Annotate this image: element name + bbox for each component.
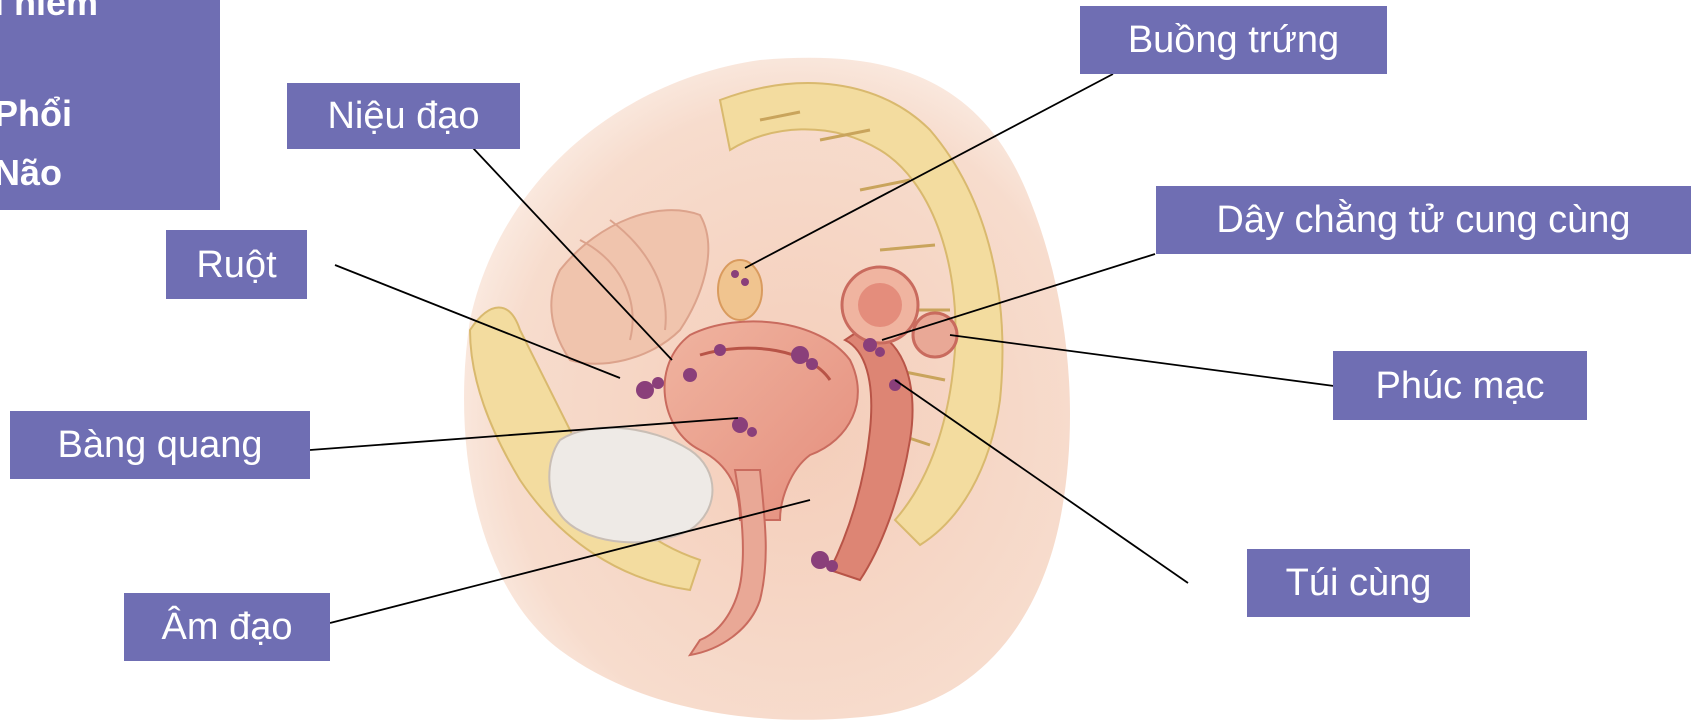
label-peritoneum: Phúc mạc — [1333, 351, 1587, 420]
label-pouch: Túi cùng — [1247, 549, 1470, 617]
label-uterosacral-ligament: Dây chằng tử cung cùng — [1156, 186, 1691, 254]
label-intestine: Ruột — [166, 230, 307, 299]
label-ovary: Buồng trứng — [1080, 6, 1387, 74]
ovary-shape — [718, 260, 762, 320]
label-bladder: Bàng quang — [10, 411, 310, 479]
label-urethra: Niệu đạo — [287, 83, 520, 149]
label-vagina: Âm đạo — [124, 593, 330, 661]
